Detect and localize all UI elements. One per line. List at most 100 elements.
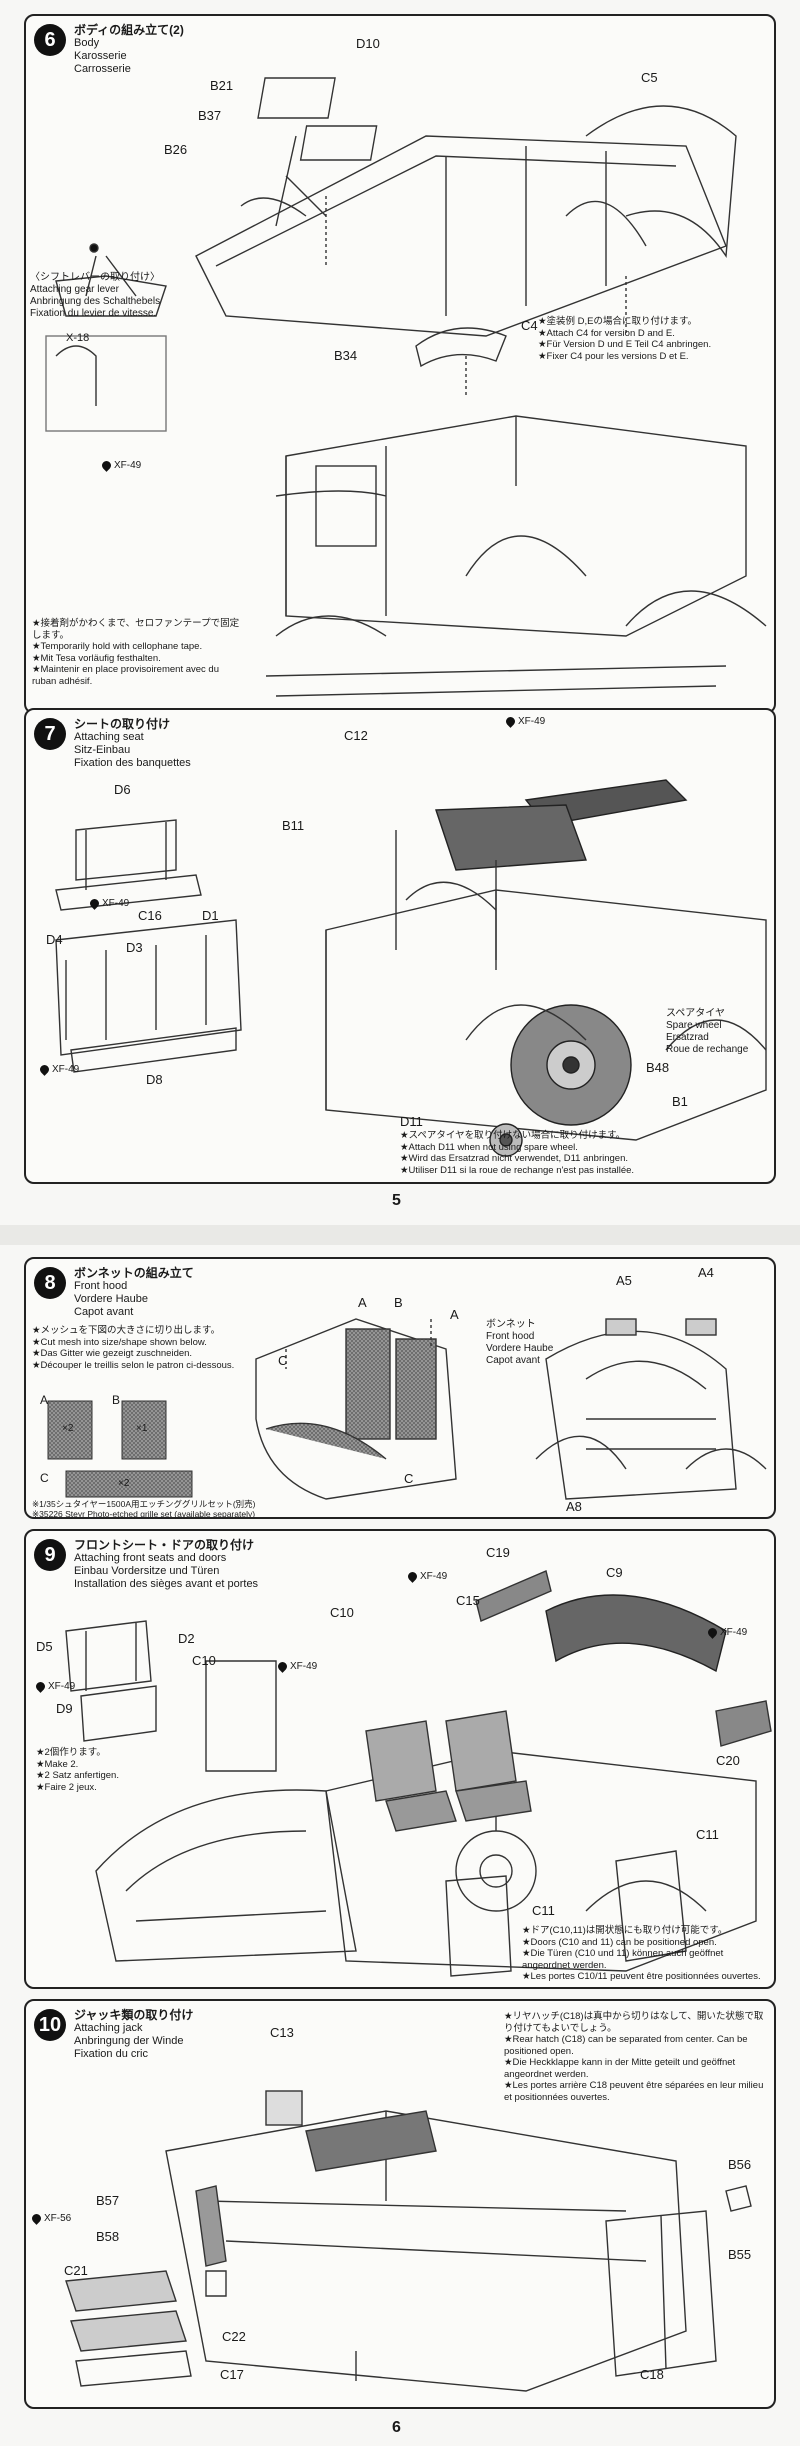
hood-title-jp: ボンネット <box>486 1319 536 1330</box>
part-b34-label: B34 <box>334 348 358 363</box>
part-c12-label: C12 <box>344 728 368 743</box>
step-10-title: ジャッキ類の取り付け Attaching jack Anbringung der… <box>74 2009 193 2061</box>
part-c18-label: C18 <box>640 2367 664 2382</box>
paint-xf49-gear-code: XF-49 <box>114 460 142 471</box>
step-7-title: シートの取り付け Attaching seat Sitz-Einbau Fixa… <box>74 718 191 770</box>
mesh-cut-note: ★メッシュを下図の大きさに切り出します。 ★Cut mesh into size… <box>32 1325 282 1371</box>
gear-lever-title-jp: 〈シフトレバーの取り付け〉 <box>30 272 160 283</box>
spare-wheel-fr: Roue de rechange <box>666 1044 749 1055</box>
part-c20-label: C20 <box>716 1753 740 1768</box>
part-b11-label: B11 <box>282 818 305 833</box>
tape-note-fr: ★Maintenir en place provisoirement avec … <box>32 664 219 687</box>
step-6-title-jp: ボディの組み立て(2) <box>74 23 184 37</box>
grille-note-en: ※35226 Steyr Photo-etched grille set (av… <box>32 1509 256 1519</box>
paint-xf49-seat-front-code: XF-49 <box>290 1661 318 1672</box>
step-10-panel: 10 ジャッキ類の取り付け Attaching jack Anbringung … <box>24 1999 776 2409</box>
hood-title-fr: Capot avant <box>486 1355 540 1366</box>
c4-version-note: ★塗装例 D,Eの場合に取り付けます。 ★Attach C4 for versi… <box>538 316 768 362</box>
mesh-a-count: ×2 <box>62 1423 74 1434</box>
step-7-panel: 7 シートの取り付け Attaching seat Sitz-Einbau Fi… <box>24 708 776 1184</box>
d11-note-de: ★Wird das Ersatzrad nicht verwendet, D11… <box>400 1153 629 1164</box>
rear-hatch-note: ★リヤハッチ(C18)は真中から切りはなして、開いた状態で取り付けてもよいでしょ… <box>504 2011 766 2103</box>
part-c16-label: C16 <box>138 908 162 923</box>
step-9-title: フロントシート・ドアの取り付け Attaching front seats an… <box>74 1539 258 1591</box>
mesh-c-count: ×2 <box>118 1478 130 1489</box>
mesh-note-de: ★Das Gitter wie gezeigt zuschneiden. <box>32 1348 193 1359</box>
gear-lever-title-fr: Fixation du levier de vitesse. <box>30 308 157 319</box>
paint-xf49-c9: XF-49 <box>706 1625 747 1639</box>
step-6-title: ボディの組み立て(2) Body Karosserie Carrosserie <box>74 24 184 76</box>
part-b57-label: B57 <box>96 2193 120 2208</box>
step-9-title-de: Einbau Vordersitze und Türen <box>74 1565 220 1577</box>
step-7-title-jp: シートの取り付け <box>74 717 171 731</box>
step-10-title-en: Attaching jack <box>74 2022 143 2034</box>
part-d4-label: D4 <box>46 932 63 947</box>
part-c-label: C <box>278 1353 288 1368</box>
page-number-6: 6 <box>392 2419 401 2436</box>
instruction-page-5: 6 ボディの組み立て(2) Body Karosserie Carrosseri… <box>24 14 776 1209</box>
part-b26-label: B26 <box>164 142 188 157</box>
part-b55-label: B55 <box>728 2247 752 2262</box>
step-8-title-fr: Capot avant <box>74 1306 134 1318</box>
grille-note-jp: ※1/35シュタイヤー1500A用エッチンググリルセット(別売) <box>32 1499 256 1509</box>
step-10-title-jp: ジャッキ類の取り付け <box>74 2008 194 2022</box>
step-7-title-fr: Fixation des banquettes <box>74 757 191 769</box>
part-d5-label: D5 <box>36 1639 53 1654</box>
step-6-illustration <box>45 77 767 697</box>
step-8-title-en: Front hood <box>74 1280 128 1292</box>
paint-xf49-c15: XF-49 <box>406 1569 448 1583</box>
step-10-title-de: Anbringung der Winde <box>74 2035 184 2047</box>
step-8-number: 8 <box>34 1267 66 1299</box>
mesh-a-letter: A <box>40 1393 49 1407</box>
part-c11-label-bottom: C11 <box>532 1903 555 1918</box>
paint-xf49-frame-code: XF-49 <box>52 1064 80 1075</box>
page-number-5: 5 <box>392 1192 401 1209</box>
paint-xf49-c15-code: XF-49 <box>420 1571 448 1582</box>
step-8-illustration <box>47 1318 767 1500</box>
step-6-panel: 6 ボディの組み立て(2) Body Karosserie Carrosseri… <box>24 14 776 714</box>
make-2-de: ★2 Satz anfertigen. <box>36 1770 119 1781</box>
part-d8-label: D8 <box>146 1072 163 1087</box>
grille-set-note: ※1/35シュタイヤー1500A用エッチンググリルセット(別売) ※35226 … <box>32 1499 432 1519</box>
paint-xf49-bench: XF-49 <box>88 896 129 910</box>
paint-drop-icon <box>276 1659 289 1673</box>
tape-note-de: ★Mit Tesa vorläufig festhalten. <box>32 652 161 664</box>
part-c21-label: C21 <box>64 2263 88 2278</box>
door-open-note: ★ドア(C10,11)は開状態にも取り付け可能です。 ★Doors (C10 a… <box>522 1925 772 1983</box>
part-a5-label: A5 <box>616 1273 632 1288</box>
c4-note-en: ★Attach C4 for version D and E. <box>538 327 675 339</box>
spare-wheel-title: スペアタイヤ Spare wheel Ersatzrad Roue de rec… <box>666 1008 748 1056</box>
part-b58-label: B58 <box>96 2229 120 2244</box>
gear-lever-title-de: Anbringung des Schalthebels <box>30 296 161 307</box>
d11-note-en: ★Attach D11 when not using spare wheel. <box>400 1141 578 1153</box>
part-c5-label: C5 <box>641 70 658 85</box>
instruction-page-6: 8 ボンネットの組み立て Front hood Vordere Haube Ca… <box>0 1245 800 2446</box>
part-x18-label: X-18 <box>66 332 90 344</box>
paint-xf49-d9: XF-49 <box>34 1679 76 1693</box>
part-b37-label: B37 <box>198 108 222 123</box>
paint-xf49-d9-code: XF-49 <box>48 1681 76 1692</box>
part-b-label: B <box>394 1295 403 1310</box>
step-6-number: 6 <box>34 24 66 56</box>
part-b56-label: B56 <box>728 2157 752 2172</box>
part-c19-label: C19 <box>486 1545 510 1560</box>
part-d2-label: D2 <box>178 1631 195 1646</box>
part-a-right-label: A <box>450 1307 459 1322</box>
part-d9-label: D9 <box>56 1701 73 1716</box>
paint-drop-icon <box>38 1062 51 1076</box>
paint-drop-icon <box>706 1625 719 1639</box>
door-note-en: ★Doors (C10 and 11) can be positioned op… <box>522 1936 717 1948</box>
door-note-jp: ★ドア(C10,11)は開状態にも取り付け可能です。 <box>522 1925 728 1936</box>
step-9-title-fr: Installation des sièges avant et portes <box>74 1578 259 1590</box>
hatch-note-de: ★Die Heckklappe kann in der Mitte geteil… <box>504 2057 736 2080</box>
tape-note: ★接着剤がかわくまで、セロファンテープで固定します。 ★Temporarily … <box>32 618 242 687</box>
part-b21-label: B21 <box>210 78 234 93</box>
step-6-title-en: Body <box>74 37 100 49</box>
part-c4-label: C4 <box>521 318 538 333</box>
step-6-title-de: Karosserie <box>74 50 127 62</box>
part-d6-label: D6 <box>114 782 131 797</box>
part-c9-label: C9 <box>606 1565 623 1580</box>
step-7-illustration <box>55 779 767 1157</box>
paint-xf49-seat-code: XF-49 <box>518 716 546 727</box>
spare-wheel-en: Spare wheel <box>666 1020 722 1031</box>
